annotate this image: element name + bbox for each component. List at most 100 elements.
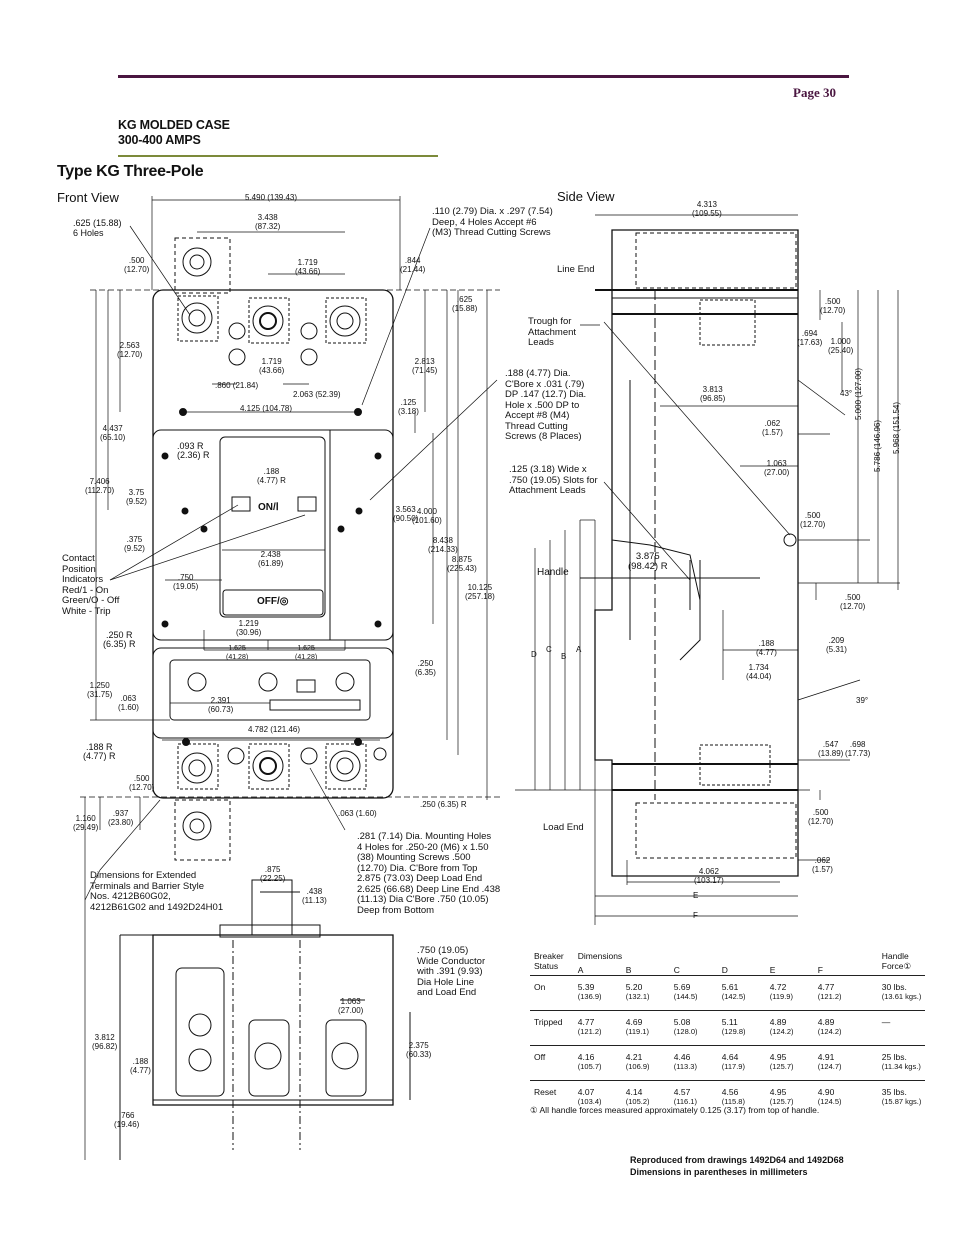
dim-b-label: B [561,652,567,661]
value-inches: 5.69 [673,982,691,992]
off-indicator-label: OFF/◎ [257,596,289,607]
dim-8875: 8.875 (225.43) [447,555,477,573]
dim-500-top: .500 (12.70) [124,256,150,274]
dim-062-a: .062 (1.57) [762,419,783,437]
dimension-value: 5.61(142.5) [722,982,770,1001]
force-kgs: (13.61 kgs.) [881,992,922,1001]
handle-label: Handle [537,567,569,578]
force-lbs: — [881,1017,891,1027]
value-mm: (116.1) [673,1097,697,1106]
th-col: C [673,965,680,975]
dim-188-bottom: .188 (4.77) [130,1057,151,1075]
dim-694: .694 (17.63) [797,329,823,347]
dim-4782: 4.782 (121.46) [248,725,301,734]
dim-625-holes: .625 (15.88) 6 Holes [73,218,122,238]
dim-3563: 3.563 (90.50) [393,505,419,523]
value-inches: 4.72 [769,982,787,992]
value-inches: 4.21 [625,1052,643,1062]
dim-5968: 5.968 (151.54) [892,401,901,454]
value-inches: 4.64 [721,1052,739,1062]
dim-3438: 3.438 (87.32) [255,213,281,231]
dim-3875r: 3.875 (98.42) R [628,551,668,572]
dim-547: .547 (13.89) [818,740,844,758]
dim-1250: 1.250 (31.75) [87,681,113,699]
front-view-outline [152,237,394,861]
value-mm: (144.5) [673,992,698,1001]
dim-7406: 7.406 (112.70) [85,477,115,495]
dim-5000: 5.000 (127.00) [854,367,863,420]
line-end-label: Line End [557,264,595,275]
dimension-value: 5.39(136.9) [578,982,626,1001]
value-inches: 4.69 [625,1017,643,1027]
value-inches: 4.90 [817,1087,835,1097]
dim-2438: 2.438 (61.89) [258,550,284,568]
dim-d-label: D [531,650,537,659]
dim-2375: 2.375 (60.33) [406,1041,432,1059]
dim-766: .766 (19.46) [114,1111,140,1129]
dim-c-label: C [546,645,552,654]
force-kgs: (11.34 kgs.) [881,1062,921,1071]
value-inches: 4.57 [673,1087,691,1097]
note-cbore: .188 (4.77) Dia. C'Bore x .031 (.79) DP … [505,368,587,442]
value-mm: (125.7) [769,1097,794,1106]
value-mm: (106.9) [625,1062,650,1071]
dimension-value: 4.91(124.7) [818,1052,866,1071]
value-inches: 4.89 [817,1017,835,1027]
dim-39deg: 39° [856,696,869,705]
dimension-value: 4.69(119.1) [626,1017,674,1036]
status-cell: On [530,975,574,1011]
dim-1625-a: 1.625 (41.28) [226,645,249,661]
values-cell: 4.07(103.4)4.14(105.2)4.57(116.1)4.56(11… [573,1080,870,1115]
dim-4313: 4.313 (109.55) [692,200,722,218]
value-inches: 4.95 [769,1087,787,1097]
value-mm: (142.5) [721,992,746,1001]
bottom-view-outline [119,879,411,1160]
reproduced-note: Reproduced from drawings 1492D64 and 149… [630,1154,844,1178]
dim-2813: 2.813 (71.45) [412,357,438,375]
value-inches: 4.77 [817,982,835,992]
dimension-value: 4.77(121.2) [818,982,866,1001]
value-mm: (132.1) [625,992,650,1001]
side-view-dimension-lines [515,214,900,925]
page-title: Type KG Three-Pole [57,163,204,180]
dim-1000: 1.000 (25.40) [828,337,854,355]
dim-750: .750 (19.05) [173,573,199,591]
dim-250r: .250 R (6.35) R [103,630,136,649]
value-inches: 5.08 [673,1017,691,1027]
dimension-value: 4.95(125.7) [770,1087,818,1106]
value-mm: (121.2) [577,1027,602,1036]
dimension-value: 4.16(105.7) [578,1052,626,1071]
dim-10125: 10.125 (257.18) [465,583,495,601]
value-inches: 5.11 [721,1017,738,1027]
dim-500-side-b: .500 (12.70) [800,511,826,529]
dimension-value: 5.11(129.8) [722,1017,770,1036]
dimension-value: 4.77(121.2) [578,1017,626,1036]
dimension-value: 4.07(103.4) [578,1087,626,1106]
note-contact-indicators: Contact Position Indicators Red/1 - On G… [62,553,120,617]
value-mm: (124.5) [817,1097,842,1106]
dim-8438: 8.438 (214.33) [428,536,458,554]
dim-500-side-a: .500 (12.70) [820,297,846,315]
front-view-dimension-lines [80,196,500,1160]
dimension-value: 4.46(113.3) [674,1052,722,1071]
dim-f-label: F [693,911,698,920]
value-mm: (121.2) [817,992,842,1001]
value-inches: 4.07 [577,1087,595,1097]
side-view-label: Side View [557,189,615,204]
dimension-value: 4.89(124.2) [818,1017,866,1036]
value-mm: (103.4) [577,1097,602,1106]
side-view-outline [580,229,799,877]
dim-4125: 4.125 (104.78) [240,404,293,413]
value-mm: (119.9) [769,992,793,1001]
value-mm: (113.3) [673,1062,697,1071]
header-rule [118,75,849,78]
value-inches: 4.95 [769,1052,787,1062]
status-cell: Off [530,1045,574,1081]
dimensions-table: Breaker Status Dimensions A B C D E F Ha… [530,951,926,1115]
dim-375-b: .375 (9.52) [124,535,145,553]
dim-438: .438 (11.13) [302,887,327,905]
dim-1160: 1.160 (29.49) [73,814,99,832]
